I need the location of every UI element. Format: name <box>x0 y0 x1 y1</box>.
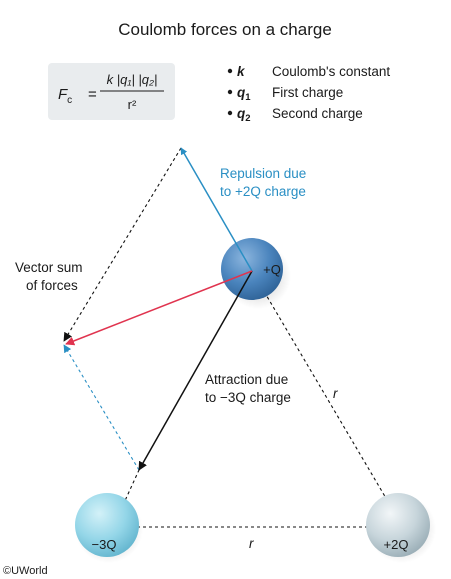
diagram-title: Coulomb forces on a charge <box>118 20 332 39</box>
extension-line-left <box>112 469 140 528</box>
charge-label-bottom-left: −3Q <box>92 537 117 552</box>
formula-denominator: r² <box>128 97 137 112</box>
charge-top-positive-q: +Q <box>221 238 283 300</box>
charge-sphere <box>221 238 283 300</box>
distance-label-right: r <box>333 386 338 401</box>
charge-label-top: +Q <box>263 262 281 277</box>
distance-line-right <box>251 270 404 528</box>
charge-bottom-left-negative-3q: −3Q <box>75 493 139 557</box>
legend-symbol-q1: q1 <box>237 85 251 103</box>
repulsion-label-line2: to +2Q charge <box>220 184 306 199</box>
legend-item-k: k Coulomb's constant <box>227 64 390 79</box>
attraction-label-line2: to −3Q charge <box>205 390 291 405</box>
charge-label-bottom-right: +2Q <box>384 537 409 552</box>
repulsion-label-line1: Repulsion due <box>220 166 306 181</box>
formula-lhs: Fc <box>58 86 72 106</box>
legend-bullet <box>227 68 233 74</box>
legend-text-q1: First charge <box>272 85 343 100</box>
formula-equals: = <box>88 86 97 103</box>
construction-line-black-dashed <box>63 147 182 342</box>
construction-line-blue-dashed <box>63 344 140 471</box>
repulsion-force-arrow <box>180 147 253 272</box>
legend-bullet <box>227 89 233 95</box>
vector-sum-arrow <box>65 270 253 346</box>
legend-text-k: Coulomb's constant <box>272 64 390 79</box>
symbol-legend: k Coulomb's constant q1 First charge q2 … <box>227 64 390 124</box>
distance-label-bottom: r <box>249 536 254 551</box>
charge-sphere <box>366 493 430 557</box>
legend-item-q2: q2 Second charge <box>227 106 363 124</box>
legend-symbol-k: k <box>237 64 246 79</box>
attraction-label-line1: Attraction due <box>205 372 288 387</box>
charge-bottom-right-positive-2q: +2Q <box>366 493 430 557</box>
charge-sphere <box>75 493 139 557</box>
attraction-force-arrow <box>138 270 253 471</box>
legend-text-q2: Second charge <box>272 106 363 121</box>
legend-symbol-q2: q2 <box>237 106 251 124</box>
vector-sum-label-line2: of forces <box>26 278 78 293</box>
formula-numerator: k |q₁| |q₂| <box>107 72 158 87</box>
legend-bullet <box>227 110 233 116</box>
vector-sum-label-line1: Vector sum <box>15 260 83 275</box>
copyright-label: ©UWorld <box>3 565 48 577</box>
formula-box: Fc = k |q₁| |q₂| r² <box>48 63 175 120</box>
legend-item-q1: q1 First charge <box>227 85 343 103</box>
